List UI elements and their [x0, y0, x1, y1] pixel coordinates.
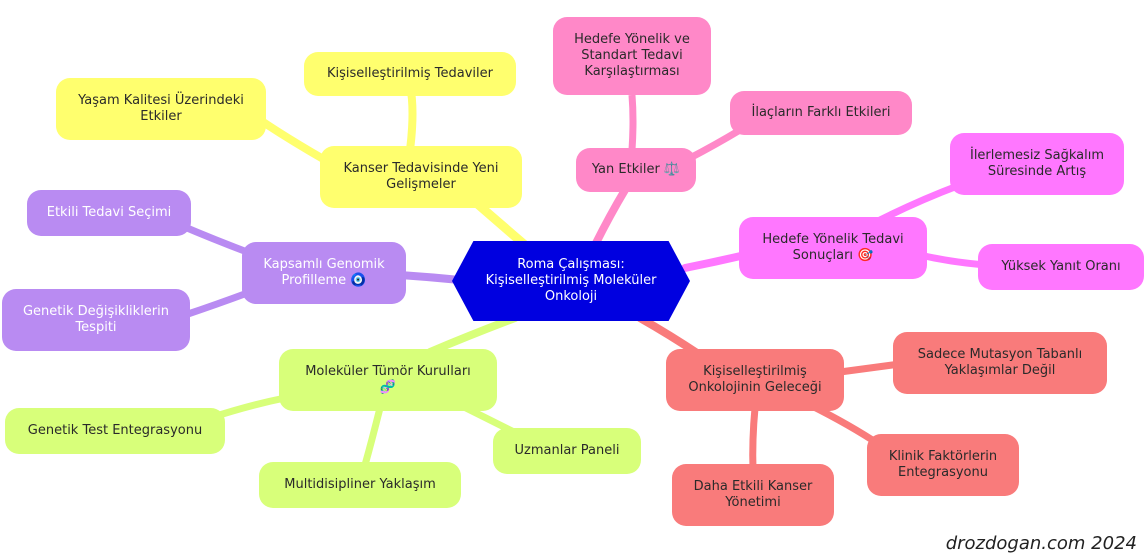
edge-kurullar-multi — [361, 407, 384, 466]
node-genetik-test[interactable]: Genetik Test Entegrasyonu — [5, 408, 225, 454]
node-klinik[interactable]: Klinik Faktörlerin Entegrasyonu — [867, 434, 1019, 496]
node-standart-karsilastirma[interactable]: Hedefe Yönelik ve Standart Tedavi Karşıl… — [553, 17, 711, 95]
node-tedavi-secimi[interactable]: Etkili Tedavi Seçimi — [27, 190, 191, 236]
edge-center-genomik — [396, 271, 464, 284]
edge-genomik-degisiklik — [183, 288, 252, 319]
edge-center-yanetkiler — [591, 186, 629, 249]
node-ilac-etkileri[interactable]: İlaçların Farklı Etkileri — [730, 91, 912, 135]
node-gelecek[interactable]: Kişiselleştirilmiş Onkolojinin Geleceği — [666, 349, 844, 411]
edge-hedefe-sagkalim — [878, 181, 962, 224]
edge-center-hedefe — [681, 251, 749, 272]
edge-yanetkiler-standart — [628, 94, 637, 151]
node-kisisellestirilmis-tedaviler[interactable]: Kişiselleştirilmiş Tedaviler — [304, 52, 516, 96]
node-mutasyon[interactable]: Sadece Mutasyon Tabanlı Yaklaşımlar Deği… — [893, 332, 1107, 394]
edge-center-kurullar — [426, 314, 519, 356]
node-yanit-orani[interactable]: Yüksek Yanıt Oranı — [978, 244, 1144, 290]
node-hedefe-sonuclar[interactable]: Hedefe Yönelik Tedavi Sonuçları 🎯 — [739, 217, 927, 279]
node-yasam-kalitesi[interactable]: Yaşam Kalitesi Üzerindeki Etkiler — [56, 78, 266, 140]
node-sagkalim[interactable]: İlerlemesiz Sağkalım Süresinde Artış — [950, 133, 1124, 195]
edge-kanser-yasam — [257, 116, 327, 164]
node-kurullar[interactable]: Moleküler Tümör Kurulları 🧬 — [279, 349, 497, 411]
edge-gelecek-etkili — [749, 407, 759, 471]
central-node[interactable]: Roma Çalışması: Kişiselleştirilmiş Molek… — [452, 241, 690, 321]
node-yan-etkiler[interactable]: Yan Etkiler ⚖️ — [576, 148, 696, 192]
node-genetik-degisiklik[interactable]: Genetik Değişikliklerin Tespiti — [2, 289, 190, 351]
node-genomik[interactable]: Kapsamlı Genomik Profilleme 🧿 — [242, 242, 406, 304]
node-uzmanlar[interactable]: Uzmanlar Paneli — [493, 428, 641, 474]
edge-gelecek-mutasyon — [839, 360, 901, 376]
node-multidisipliner[interactable]: Multidisipliner Yaklaşım — [259, 462, 461, 508]
node-kanser-tedavisi[interactable]: Kanser Tedavisinde Yeni Gelişmeler — [320, 146, 522, 208]
edge-yanetkiler-ilac — [688, 126, 742, 162]
node-etkili-yonetim[interactable]: Daha Etkili Kanser Yönetimi — [672, 464, 834, 526]
edge-hedefe-yanit — [919, 251, 986, 269]
watermark: drozdogan.com 2024 — [945, 533, 1137, 554]
